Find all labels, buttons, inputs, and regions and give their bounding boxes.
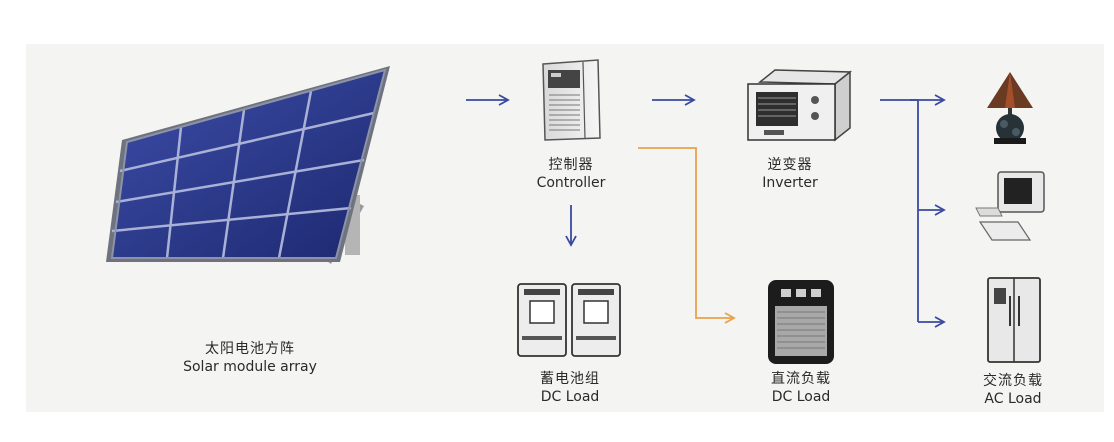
connection-arrows bbox=[466, 94, 946, 328]
dc-load-label: 直流负载 DC Load bbox=[751, 371, 851, 406]
dc-load-label-zh: 直流负载 bbox=[771, 371, 831, 387]
solar-label-en: Solar module array bbox=[183, 359, 317, 376]
dc-load-icon bbox=[768, 280, 834, 364]
ac-load-label: 交流负载 AC Load bbox=[963, 373, 1063, 408]
controller-label-zh: 控制器 bbox=[548, 157, 594, 173]
inverter-icon bbox=[747, 69, 853, 142]
inverter-label: 逆变器 Inverter bbox=[740, 157, 840, 192]
controller-icon bbox=[542, 59, 601, 141]
controller-label-en: Controller bbox=[536, 175, 606, 192]
ac-load-label-zh: 交流负载 bbox=[983, 373, 1043, 389]
arrow-controller-to-dc-load bbox=[638, 147, 736, 324]
refrigerator-icon bbox=[987, 277, 1041, 363]
dc-load-label-en: DC Load bbox=[771, 389, 831, 406]
controller-label: 控制器 Controller bbox=[516, 157, 626, 192]
solar-panel-icon bbox=[106, 66, 390, 264]
battery-label: 蓄电池组 DC Load bbox=[520, 371, 620, 406]
inverter-label-zh: 逆变器 bbox=[767, 157, 813, 173]
solar-label-zh: 太阳电池方阵 bbox=[205, 341, 295, 357]
battery-label-zh: 蓄电池组 bbox=[540, 371, 600, 387]
computer-icon bbox=[975, 171, 1045, 241]
solar-label: 太阳电池方阵 Solar module array bbox=[160, 341, 340, 376]
lamp-icon bbox=[987, 72, 1033, 144]
battery-icon bbox=[517, 283, 621, 357]
ac-load-label-en: AC Load bbox=[984, 391, 1042, 408]
inverter-label-en: Inverter bbox=[762, 175, 818, 192]
battery-label-en: DC Load bbox=[540, 389, 600, 406]
